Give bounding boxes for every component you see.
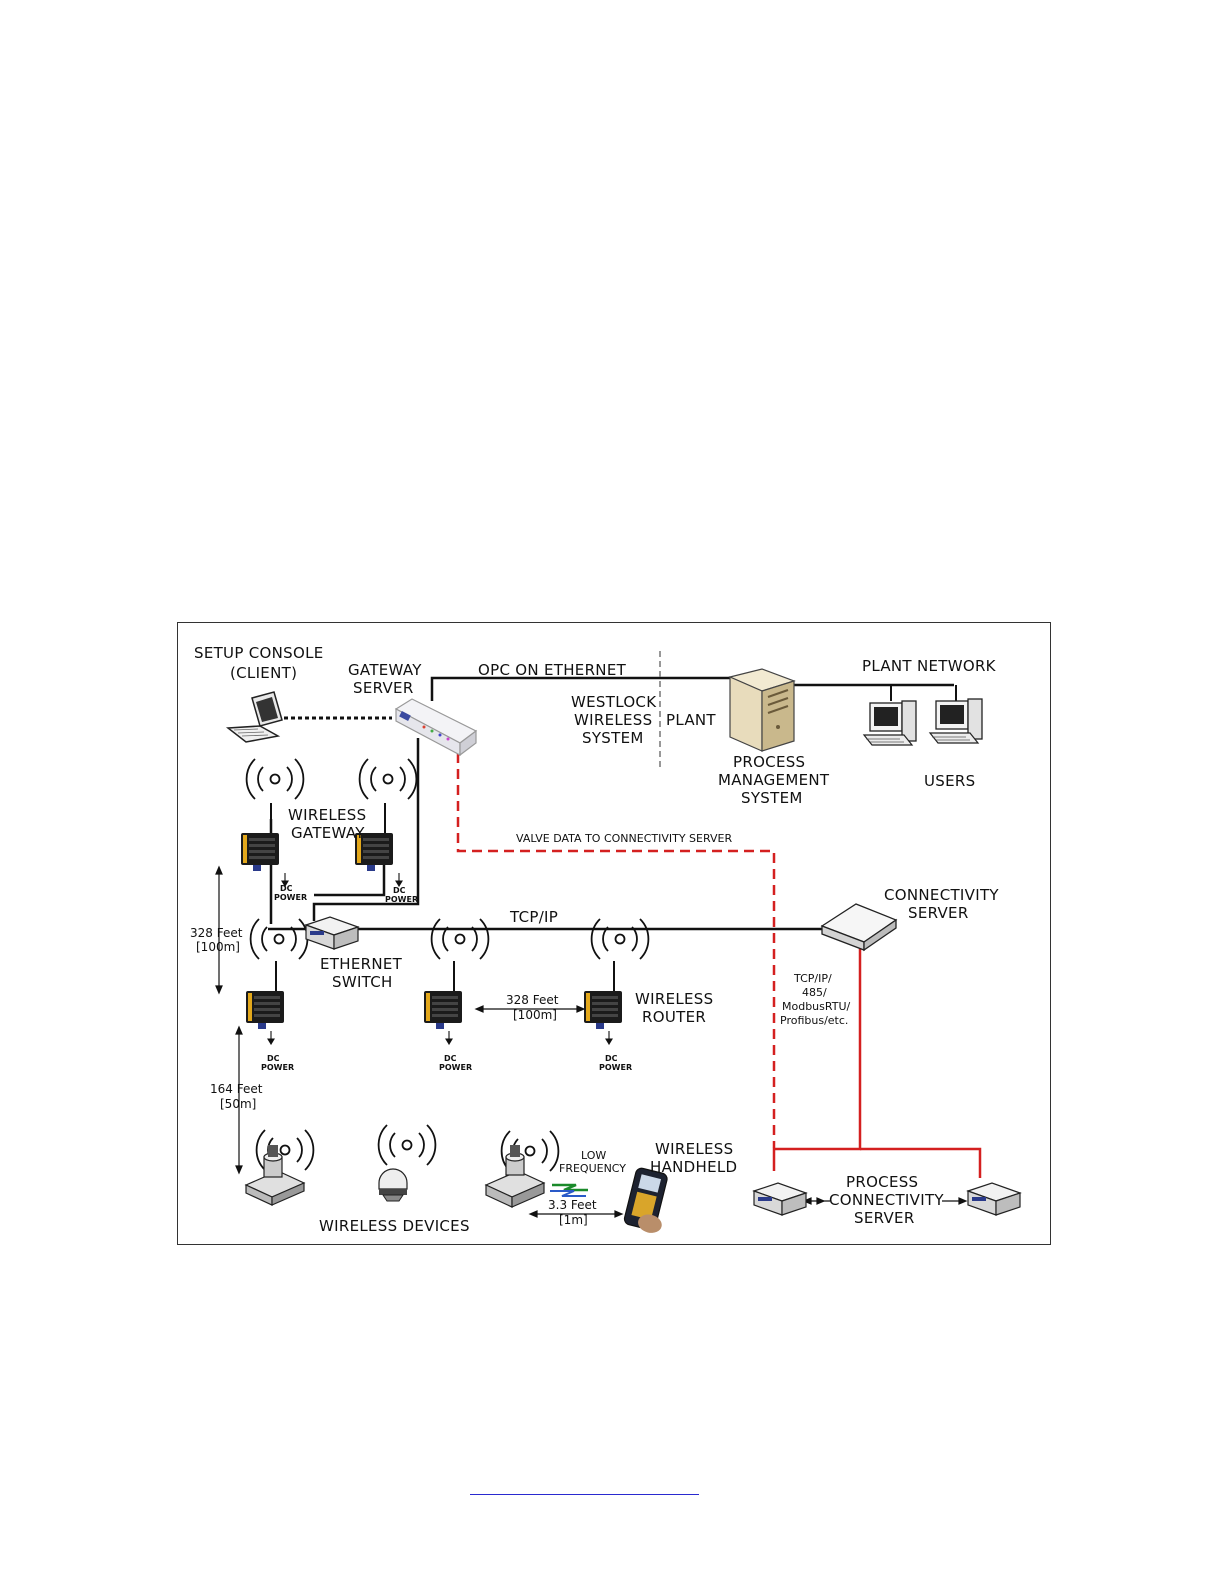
valve-positioner-icon [484,1145,546,1208]
protocol-label-3: ModbusRTU/ [782,1000,851,1013]
wireless-handheld-label-1: WIRELESS [655,1140,733,1158]
power-label: POWER [261,1063,294,1072]
footer-link[interactable] [470,1476,699,1495]
frequency-label: FREQUENCY [559,1162,626,1175]
ethernet-switch-label-2: SWITCH [332,973,393,991]
ethernet-switch-icon [305,916,359,950]
beacon-icon [378,1168,408,1202]
distance-164-label: 164 Feet [210,1082,263,1096]
distance-1m-label: [1m] [559,1213,588,1227]
setup-console-label: SETUP CONSOLE [194,644,324,662]
valve-positioner-icon [244,1145,306,1206]
wireless-devices-label: WIRELESS DEVICES [319,1217,470,1235]
tcp-ip-label: TCP/IP [509,908,558,926]
power-label: POWER [439,1063,472,1072]
pms-label-1: PROCESS [733,753,805,771]
distance-100m-label: [100m] [196,940,240,954]
distance-328-label: 328 Feet [190,926,243,940]
wireless-router-label-2: ROUTER [642,1008,706,1026]
connectivity-server-icon [820,903,898,952]
network-diagram: SETUP CONSOLE (CLIENT) GATEWAY SERVER OP… [177,622,1051,1245]
dc-label: DC [393,886,406,895]
user-pc-icon [929,698,983,744]
gateway-server-icon [394,698,478,757]
wireless-router-label-1: WIRELESS [635,990,713,1008]
connectivity-server-label-1: CONNECTIVITY [884,886,999,904]
process-connectivity-server-icon [753,1182,807,1216]
process-connectivity-label-3: SERVER [854,1209,915,1227]
distance-50m-label: [50m] [220,1097,256,1111]
laptop-icon [225,691,283,743]
process-connectivity-label-1: PROCESS [846,1173,918,1191]
power-label: POWER [599,1063,632,1072]
users-label: USERS [924,772,975,790]
wireless-handheld-label-2: HANDHELD [650,1158,737,1176]
dc-power-arrows [267,873,613,1046]
distance-3-3-label: 3.3 Feet [548,1198,597,1212]
dc-label: DC [267,1054,280,1063]
wireless-router-icon [245,960,623,1030]
plant-network-label: PLANT NETWORK [862,657,997,675]
ethernet-switch-label-1: ETHERNET [320,955,403,973]
process-connectivity-label-2: CONNECTIVITY [829,1191,944,1209]
opc-on-ethernet-label: OPC ON ETHERNET [478,661,627,679]
user-pc-icon [863,700,917,746]
handheld-icon [623,1167,668,1233]
distance-100m-router-label: [100m] [513,1008,557,1022]
pms-server-icon [728,668,796,752]
client-label: (CLIENT) [230,664,297,682]
wireless-label: WIRELESS [574,711,652,729]
wireless-gateway-label-1: WIRELESS [288,806,366,824]
plant-label: PLANT [666,711,716,729]
dc-label: DC [605,1054,618,1063]
wireless-gateway-label-2: GATEWAY [291,824,365,842]
gateway-server-label-2: SERVER [353,679,414,697]
dc-label: DC [280,884,293,893]
wires [268,651,982,1178]
power-label: POWER [274,893,307,902]
protocol-label-4: Profibus/etc. [780,1014,848,1027]
connectivity-server-label-2: SERVER [908,904,969,922]
protocol-label-2: 485/ [802,986,827,999]
system-label: SYSTEM [582,729,644,747]
low-label: LOW [581,1149,606,1162]
pms-label-2: MANAGEMENT [718,771,830,789]
dc-label: DC [444,1054,457,1063]
gateway-server-label-1: GATEWAY [348,661,422,679]
low-frequency-signal [550,1183,588,1197]
dimension-arrows [215,865,968,1218]
power-label: POWER [385,895,418,904]
westlock-label: WESTLOCK [571,693,657,711]
process-connectivity-server-icon [967,1182,1021,1216]
distance-328-router-label: 328 Feet [506,993,559,1007]
protocol-label-1: TCP/IP/ [793,972,832,985]
pms-label-3: SYSTEM [741,789,803,807]
valve-data-label: VALVE DATA TO CONNECTIVITY SERVER [516,832,732,845]
